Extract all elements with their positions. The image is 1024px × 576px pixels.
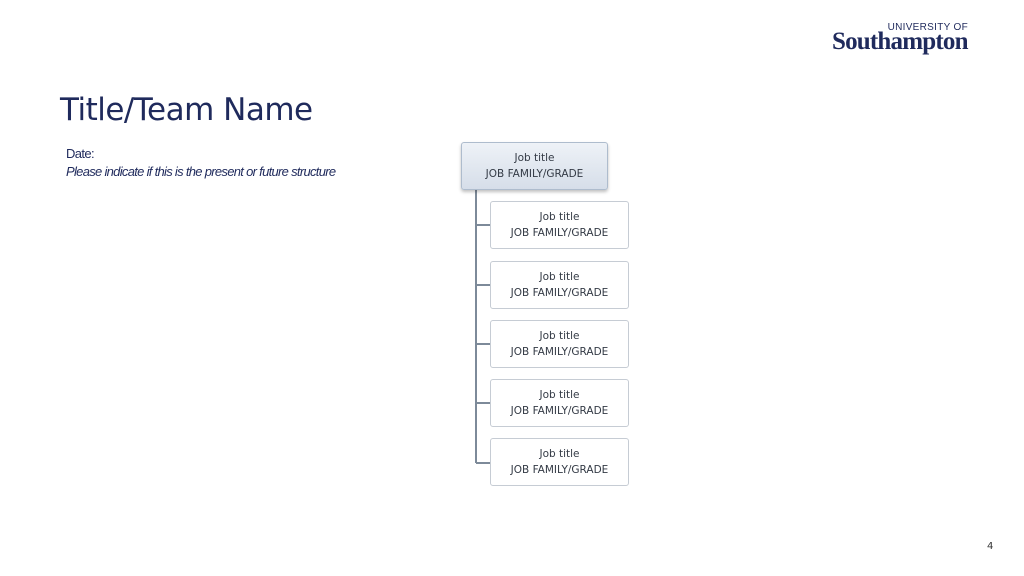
org-node-child-4: Job title JOB FAMILY/GRADE	[490, 379, 629, 427]
child-job-title: Job title	[539, 211, 580, 223]
child-family-grade: JOB FAMILY/GRADE	[510, 464, 609, 476]
structure-note: Please indicate if this is the present o…	[66, 164, 336, 179]
child-job-title: Job title	[539, 271, 580, 283]
root-job-title: Job title	[514, 152, 555, 164]
logo-top-text: UNIVERSITY OF	[887, 22, 968, 33]
org-node-root: Job title JOB FAMILY/GRADE	[461, 142, 608, 190]
page-number: 4	[987, 541, 994, 552]
org-node-child-3: Job title JOB FAMILY/GRADE	[490, 320, 629, 368]
page-title: Title/Team Name	[60, 92, 313, 128]
date-label: Date:	[66, 146, 95, 161]
child-family-grade: JOB FAMILY/GRADE	[510, 346, 609, 358]
org-node-child-2: Job title JOB FAMILY/GRADE	[490, 261, 629, 309]
logo-main-text: Southampton	[832, 28, 969, 55]
child-family-grade: JOB FAMILY/GRADE	[510, 287, 609, 299]
child-job-title: Job title	[539, 330, 580, 342]
university-logo: UNIVERSITY OF Southampton	[832, 20, 992, 60]
child-job-title: Job title	[539, 448, 580, 460]
child-job-title: Job title	[539, 389, 580, 401]
root-family-grade: JOB FAMILY/GRADE	[485, 168, 584, 180]
org-node-child-1: Job title JOB FAMILY/GRADE	[490, 201, 629, 249]
child-family-grade: JOB FAMILY/GRADE	[510, 405, 609, 417]
org-node-child-5: Job title JOB FAMILY/GRADE	[490, 438, 629, 486]
child-family-grade: JOB FAMILY/GRADE	[510, 227, 609, 239]
